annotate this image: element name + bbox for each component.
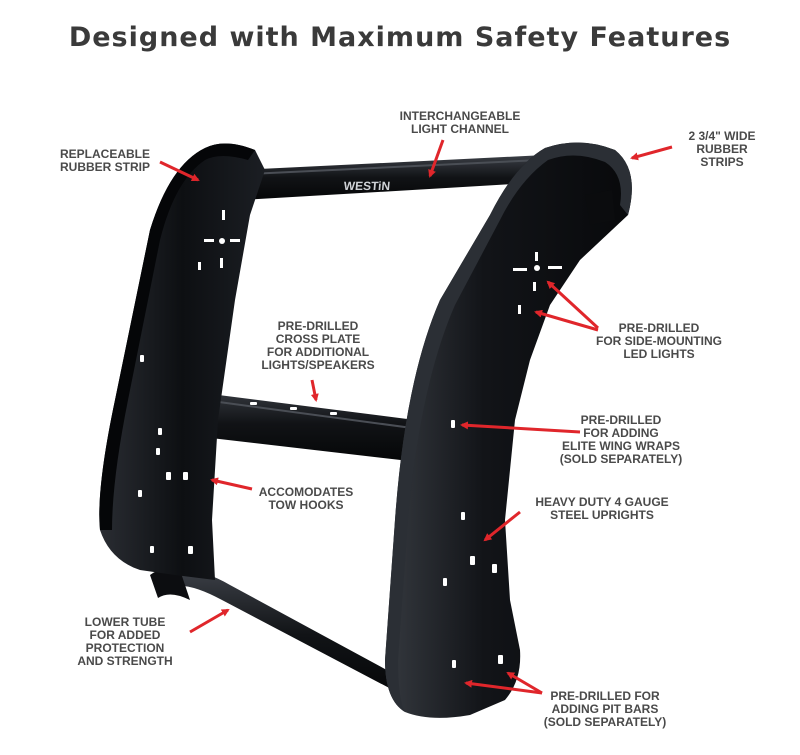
right-upright: [385, 142, 632, 718]
left-upright-holes: [138, 210, 240, 554]
callout-wing-wraps: PRE-DRILLED FOR ADDING ELITE WING WRAPS …: [559, 413, 683, 466]
left-upright: [99, 143, 265, 581]
callout-wide-strips: 2 3/4" WIDE RUBBER STRIPS: [688, 129, 756, 169]
westin-logo: WESTiN: [343, 179, 391, 193]
right-upright-holes: [443, 252, 562, 668]
callout-light-channel: INTERCHANGEABLE LIGHT CHANNEL: [399, 109, 521, 136]
callout-side-led: PRE-DRILLED FOR SIDE-MOUNTING LED LIGHTS: [596, 321, 722, 361]
page-title: Designed with Maximum Safety Features: [68, 22, 732, 53]
callout-tow-hooks: ACCOMODATES TOW HOOKS: [258, 485, 354, 512]
callout-arrows: [159, 139, 673, 695]
light-channel-bar: [240, 155, 548, 200]
callout-pit-bars: PRE-DRILLED FOR ADDING PIT BARS (SOLD SE…: [543, 689, 667, 729]
callout-steel-uprights: HEAVY DUTY 4 GAUGE STEEL UPRIGHTS: [535, 495, 669, 522]
callout-rubber-strip: REPLACEABLE RUBBER STRIP: [59, 147, 150, 174]
callout-cross-plate: PRE-DRILLED CROSS PLATE FOR ADDITIONAL L…: [261, 319, 375, 372]
callout-lower-tube: LOWER TUBE FOR ADDED PROTECTION AND STRE…: [77, 615, 173, 668]
lower-tube: [165, 570, 420, 700]
